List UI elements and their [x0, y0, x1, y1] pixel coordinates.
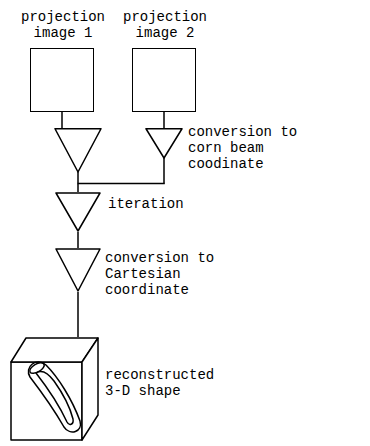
outline-strokes — [56, 193, 100, 231]
flow-line — [77, 184, 79, 192]
merge-line — [77, 172, 79, 184]
triangle-outline — [56, 249, 100, 291]
shape-outline — [50, 128, 186, 184]
reconstructed-shape-inner — [36, 371, 73, 424]
node-label: projection image 2 — [115, 9, 215, 41]
node-label: projection image 1 — [13, 9, 113, 41]
shape-cap — [28, 361, 46, 376]
shape-outline — [55, 192, 101, 232]
process-triangle: conversion to Cartesian coordinate — [55, 248, 101, 292]
flow-line — [77, 292, 79, 337]
cube-front — [11, 362, 82, 440]
triangle-outline — [56, 193, 100, 231]
image-box: projection image 1 — [30, 48, 94, 112]
node-label: conversion to corn beam coodinate — [188, 124, 308, 172]
shape-outline — [10, 337, 100, 442]
outline-strokes — [11, 338, 98, 440]
merge-line — [163, 158, 165, 184]
image-box: projection image 2 — [132, 48, 196, 112]
outline-strokes — [55, 129, 182, 184]
triangle-outline — [55, 129, 101, 172]
process-triangle: iteration — [55, 192, 101, 232]
node-label: conversion to Cartesian coordinate — [105, 250, 223, 298]
flow-line — [61, 112, 63, 128]
merge-line — [77, 183, 165, 185]
process-triangle: conversion to corn beam coodinate — [50, 128, 186, 184]
flow-line — [77, 232, 79, 248]
triangle-outline — [146, 129, 182, 158]
flow-line — [163, 112, 165, 128]
cube-side — [82, 338, 98, 440]
node-label: iteration — [108, 196, 223, 212]
node-label: reconstructed 3-D shape — [105, 367, 223, 399]
volume-cube: reconstructed 3-D shape — [10, 337, 100, 442]
outline-strokes — [56, 249, 100, 291]
shape-outline — [55, 248, 101, 292]
